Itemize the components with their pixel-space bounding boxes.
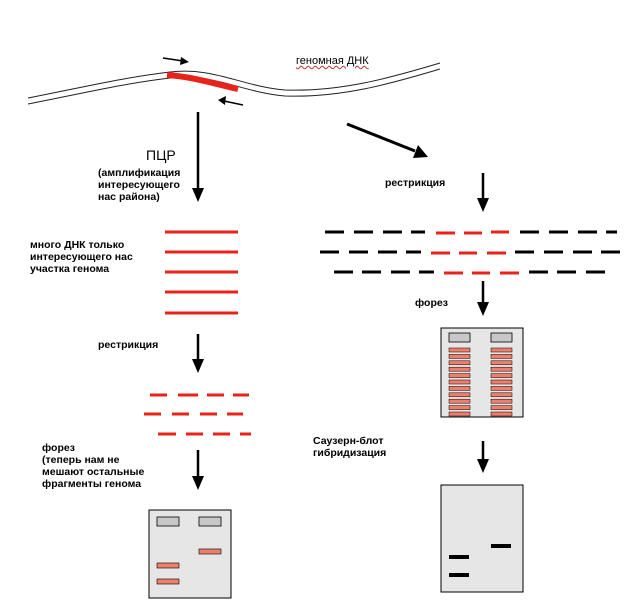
gel-band bbox=[448, 398, 471, 404]
gel-band bbox=[490, 347, 513, 353]
gel-band bbox=[490, 411, 513, 417]
gel-band bbox=[448, 347, 471, 353]
southern-blot-membrane bbox=[440, 484, 524, 593]
gel-band bbox=[490, 366, 513, 372]
gel-band bbox=[490, 379, 513, 385]
gel-band bbox=[448, 360, 471, 366]
gel-band bbox=[448, 405, 471, 410]
probe-band bbox=[449, 573, 469, 577]
reverse-primer-arrow bbox=[218, 96, 244, 106]
gel-band bbox=[448, 386, 471, 391]
arrow-down-restriction-right bbox=[477, 173, 489, 212]
label-pcr-subtitle: (амплификация интересующего нас района) bbox=[98, 167, 181, 203]
gel-well bbox=[490, 332, 513, 343]
gel-band bbox=[490, 354, 513, 359]
arrow-down-southern bbox=[477, 441, 489, 473]
restriction-fragments-genomic bbox=[320, 230, 620, 275]
label-restriction-left: рестрикция bbox=[98, 339, 159, 351]
pcr-products bbox=[165, 230, 238, 315]
gel-band bbox=[490, 360, 513, 366]
arrow-down-foresis-right bbox=[477, 281, 489, 316]
probe-band bbox=[449, 555, 469, 559]
arrow-down-pcr bbox=[192, 112, 204, 202]
label-many-dna: много ДНК только интересующего нас участ… bbox=[30, 239, 133, 275]
gel-band bbox=[198, 548, 222, 555]
gel-well bbox=[448, 332, 471, 343]
gel-band bbox=[448, 411, 471, 417]
gel-band bbox=[490, 398, 513, 404]
target-region bbox=[166, 72, 239, 92]
label-foresis-left: форез (теперь нам не мешают остальные фр… bbox=[42, 442, 145, 490]
gel-band bbox=[448, 392, 471, 398]
restriction-fragments-left bbox=[144, 393, 251, 436]
gel-well bbox=[156, 516, 180, 527]
gel-band bbox=[448, 366, 471, 372]
gel-band bbox=[448, 354, 471, 359]
gel-band bbox=[490, 392, 513, 398]
arrow-diagonal-restriction bbox=[346, 122, 428, 158]
genomic-dna-strand bbox=[27, 62, 441, 105]
arrow-down-restriction-left bbox=[192, 334, 204, 373]
gel-band bbox=[490, 373, 513, 378]
gel-band bbox=[490, 405, 513, 410]
label-pcr: ПЦР bbox=[146, 147, 176, 163]
gel-left bbox=[148, 509, 232, 599]
gel-band bbox=[156, 562, 180, 569]
gel-band-group bbox=[448, 347, 513, 417]
gel-right bbox=[440, 327, 524, 418]
arrow-down-foresis-left bbox=[192, 450, 204, 490]
label-foresis-right: форез bbox=[415, 297, 448, 309]
probe-band bbox=[491, 544, 511, 548]
gel-band bbox=[156, 578, 180, 585]
label-genomic-dna: геномная ДНК bbox=[296, 55, 369, 67]
gel-band bbox=[448, 379, 471, 385]
label-restriction-right: рестрикция bbox=[385, 177, 446, 189]
label-southern: Саузерн-блот гибридизация bbox=[313, 435, 387, 459]
forward-primer-arrow bbox=[162, 57, 189, 65]
gel-band bbox=[490, 386, 513, 391]
gel-well bbox=[198, 516, 222, 527]
gel-band bbox=[448, 373, 471, 378]
